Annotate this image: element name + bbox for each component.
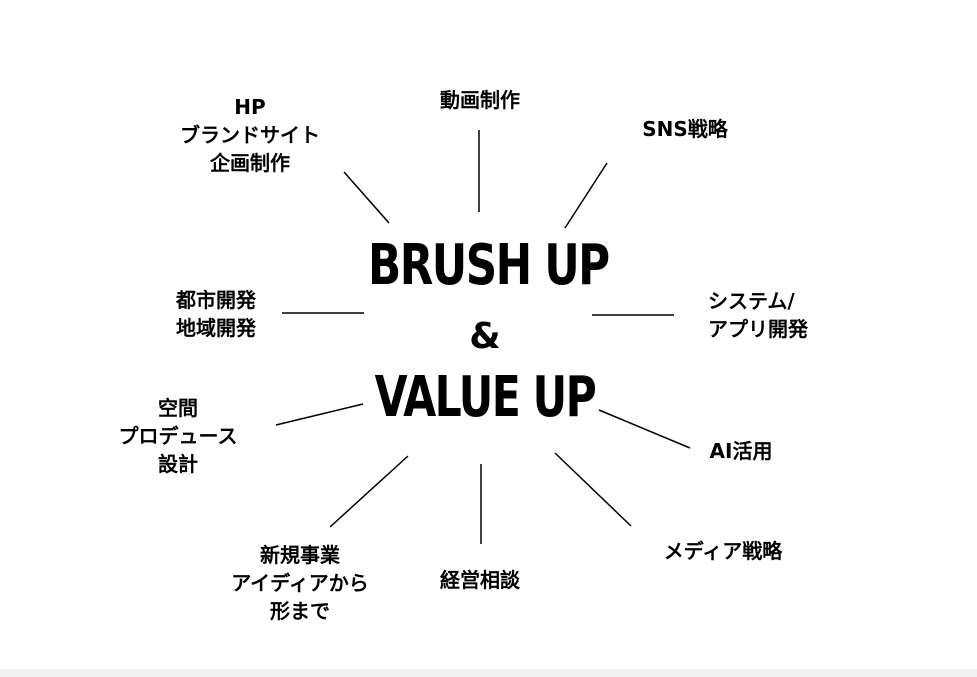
label-video: 動画制作 xyxy=(420,86,540,114)
ray-hp-brand xyxy=(343,171,390,224)
label-line: システム/ xyxy=(708,289,795,313)
center-title-value-up: VALUE UP xyxy=(374,365,597,430)
label-media: メディア戦略 xyxy=(648,537,798,565)
label-line: HP xyxy=(234,95,266,119)
label-line: 経営相談 xyxy=(440,568,520,592)
label-ai: AI活用 xyxy=(698,437,784,465)
label-line: アイディアから xyxy=(231,571,369,595)
label-line: 設計 xyxy=(158,452,198,476)
label-line: 動画制作 xyxy=(440,88,520,112)
label-line: AI活用 xyxy=(709,439,773,463)
label-line: プロデュース xyxy=(118,424,238,448)
ray-space xyxy=(275,403,364,426)
center-title-brush-up: BRUSH UP xyxy=(368,233,610,298)
ray-sns xyxy=(564,162,608,229)
label-line: メディア戦略 xyxy=(663,539,783,563)
bottom-band xyxy=(0,669,977,677)
label-system: システム/ アプリ開発 xyxy=(708,287,832,343)
label-line: 新規事業 xyxy=(260,543,340,567)
label-hp-brand: HP ブランドサイト 企画制作 xyxy=(166,93,334,177)
ray-ai xyxy=(598,409,691,449)
label-management: 経営相談 xyxy=(420,566,540,594)
label-sns: SNS戦略 xyxy=(620,115,750,143)
ray-new-business xyxy=(329,455,409,528)
label-line: 空間 xyxy=(158,396,198,420)
ray-media xyxy=(554,452,632,527)
label-space: 空間 プロデュース 設計 xyxy=(104,394,252,478)
label-new-business: 新規事業 アイディアから 形まで xyxy=(215,541,385,625)
label-line: 形まで xyxy=(270,599,330,623)
label-line: 都市開発 xyxy=(176,288,256,312)
label-line: SNS戦略 xyxy=(642,117,728,141)
label-line: 地域開発 xyxy=(176,316,256,340)
label-line: 企画制作 xyxy=(210,151,290,175)
center-ampersand: & xyxy=(469,316,501,357)
label-line: アプリ開発 xyxy=(708,317,808,341)
label-urban: 都市開発 地域開発 xyxy=(164,286,268,342)
label-line: ブランドサイト xyxy=(180,123,320,147)
